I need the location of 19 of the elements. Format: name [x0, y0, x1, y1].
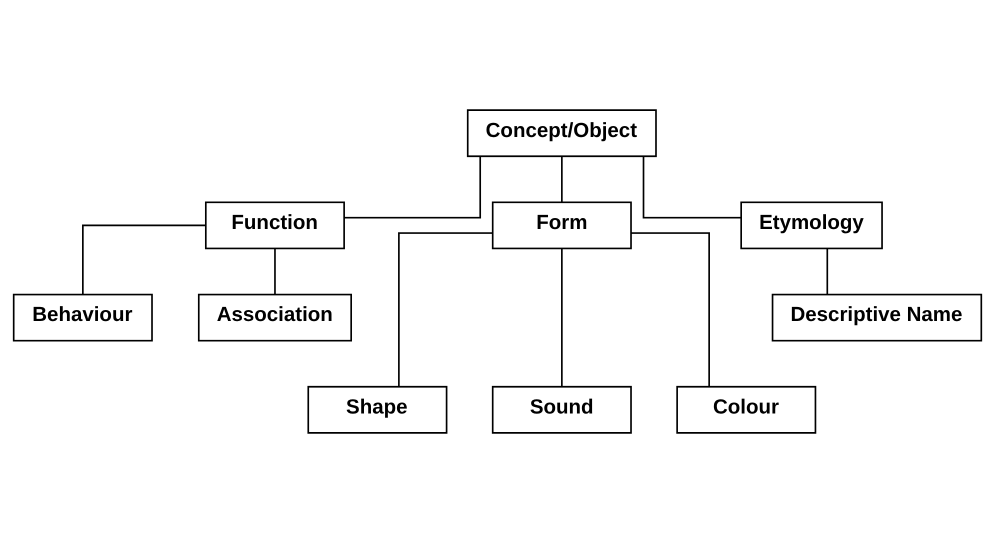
connector	[826, 248, 828, 294]
node-box: Association	[198, 293, 352, 341]
node-box: Colour	[676, 385, 816, 434]
node-box: Concept/Object	[466, 108, 657, 157]
connector	[561, 156, 563, 202]
connector	[274, 248, 276, 294]
connector	[344, 156, 482, 218]
connector	[642, 156, 741, 218]
node-box: Etymology	[740, 201, 883, 249]
node-box: Form	[492, 201, 632, 249]
connector	[82, 224, 206, 294]
connector	[561, 248, 563, 386]
node-box: Sound	[492, 385, 632, 434]
connector	[631, 232, 710, 386]
connector	[398, 232, 492, 386]
node-box: Behaviour	[12, 293, 153, 341]
node-box: Descriptive Name	[772, 293, 982, 341]
node-box: Function	[204, 201, 345, 249]
node-box: Shape	[307, 385, 448, 434]
